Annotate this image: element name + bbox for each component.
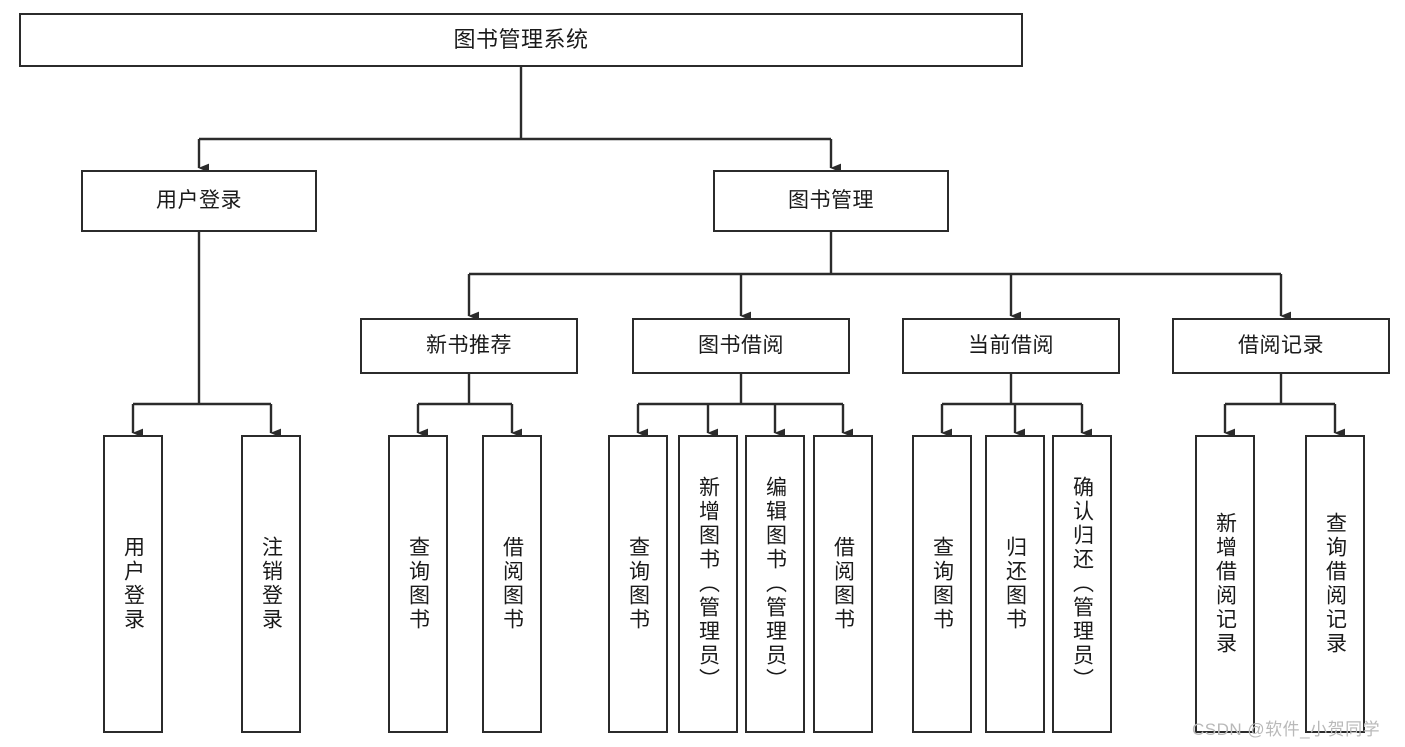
leaf-logout[interactable]: 注销登录	[241, 435, 301, 733]
leaf-return-book-label: 归还图书	[1003, 536, 1027, 632]
node-root-label: 图书管理系统	[453, 27, 589, 53]
leaf-query-record-label: 查询借阅记录	[1323, 512, 1347, 656]
leaf-user-login[interactable]: 用户登录	[103, 435, 163, 733]
leaf-query-book-1-label: 查询图书	[406, 536, 430, 632]
leaf-query-book-1[interactable]: 查询图书	[388, 435, 448, 733]
leaf-edit-book[interactable]: 编辑图书（管理员）	[745, 435, 805, 733]
node-new-book-recommend[interactable]: 新书推荐	[360, 318, 578, 374]
leaf-borrow-book-2-label: 借阅图书	[831, 536, 855, 632]
leaf-confirm-return-label: 确认归还（管理员）	[1070, 476, 1094, 692]
leaf-add-record-label: 新增借阅记录	[1213, 512, 1237, 656]
leaf-add-book[interactable]: 新增图书（管理员）	[678, 435, 738, 733]
leaf-query-book-2[interactable]: 查询图书	[608, 435, 668, 733]
leaf-add-book-label: 新增图书（管理员）	[696, 476, 720, 692]
leaf-logout-label: 注销登录	[259, 536, 283, 632]
node-current-borrow-label: 当前借阅	[968, 333, 1054, 357]
leaf-query-book-2-label: 查询图书	[626, 536, 650, 632]
leaf-add-record[interactable]: 新增借阅记录	[1195, 435, 1255, 733]
leaf-query-book-3[interactable]: 查询图书	[912, 435, 972, 733]
csdn-watermark: CSDN @软件_小贺同学	[1192, 720, 1381, 739]
node-book-manage-label: 图书管理	[788, 188, 874, 212]
node-new-book-recommend-label: 新书推荐	[426, 333, 512, 357]
leaf-borrow-book-1-label: 借阅图书	[500, 536, 524, 632]
node-book-borrow-label: 图书借阅	[698, 333, 784, 357]
leaf-query-record[interactable]: 查询借阅记录	[1305, 435, 1365, 733]
leaf-edit-book-label: 编辑图书（管理员）	[763, 476, 787, 692]
node-book-borrow[interactable]: 图书借阅	[632, 318, 850, 374]
node-borrow-record[interactable]: 借阅记录	[1172, 318, 1390, 374]
node-book-manage[interactable]: 图书管理	[713, 170, 949, 232]
leaf-confirm-return[interactable]: 确认归还（管理员）	[1052, 435, 1112, 733]
leaf-borrow-book-2[interactable]: 借阅图书	[813, 435, 873, 733]
leaf-query-book-3-label: 查询图书	[930, 536, 954, 632]
node-root[interactable]: 图书管理系统	[19, 13, 1023, 67]
node-user-login[interactable]: 用户登录	[81, 170, 317, 232]
leaf-user-login-label: 用户登录	[121, 536, 145, 632]
leaf-return-book[interactable]: 归还图书	[985, 435, 1045, 733]
node-user-login-label: 用户登录	[156, 188, 242, 212]
node-borrow-record-label: 借阅记录	[1238, 333, 1324, 357]
node-current-borrow[interactable]: 当前借阅	[902, 318, 1120, 374]
leaf-borrow-book-1[interactable]: 借阅图书	[482, 435, 542, 733]
